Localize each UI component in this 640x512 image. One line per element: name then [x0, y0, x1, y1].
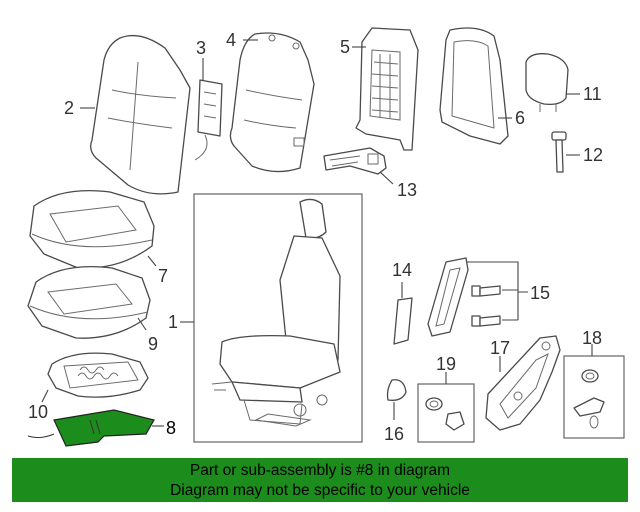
callout-11: 11 [583, 84, 602, 104]
callout-17: 17 [490, 338, 510, 358]
part-9-cushion-pad[interactable] [27, 265, 151, 339]
callout-4: 4 [226, 30, 236, 50]
callout-14: 14 [392, 260, 412, 280]
callout-8: 8 [166, 418, 176, 438]
part-3-back-heater[interactable] [194, 79, 223, 161]
part-10-cushion-heater[interactable] [47, 352, 149, 398]
part-12-headrest-guide[interactable] [551, 131, 567, 173]
part-6-back-panel[interactable] [439, 27, 509, 145]
callout-15: 15 [530, 283, 550, 303]
leader-13 [379, 171, 394, 185]
callout-3: 3 [196, 38, 206, 58]
leader-9 [137, 317, 147, 331]
callout-7: 7 [158, 266, 168, 286]
callout-16: 16 [384, 424, 404, 444]
callout-9: 9 [148, 334, 158, 354]
part-19-clip-kit[interactable] [417, 383, 475, 443]
part-18-knob-kit[interactable] [563, 355, 625, 439]
callout-18: 18 [582, 328, 602, 348]
leader-15 [466, 261, 528, 321]
part-2-seatback-cover[interactable] [90, 34, 191, 195]
callout-2: 2 [64, 98, 74, 118]
banner-line-1: Part or sub-assembly is #8 in diagram [189, 462, 451, 479]
callout-19: 19 [436, 354, 456, 374]
part-1-seat-assembly[interactable] [193, 193, 363, 443]
callout-10: 10 [28, 402, 48, 422]
callout-5: 5 [340, 37, 350, 57]
part-8-seat-heater-element[interactable] [27, 409, 155, 447]
banner-line-2: Diagram may not be specific to your vehi… [170, 482, 470, 499]
part-13-recliner-cover[interactable] [323, 147, 387, 175]
callout-13: 13 [397, 180, 417, 200]
info-banner: Part or sub-assembly is #8 in diagram Di… [12, 458, 628, 502]
callout-6: 6 [515, 108, 525, 128]
part-15-shield-and-bolts[interactable] [427, 257, 501, 337]
callout-1: 1 [168, 312, 178, 332]
part-16-cover-cap[interactable] [386, 379, 407, 401]
part-4-seatback-pad[interactable] [229, 32, 315, 173]
part-17-side-shield[interactable] [485, 335, 561, 431]
leader-10 [41, 389, 49, 403]
callout-12: 12 [583, 145, 603, 165]
part-14-side-trim[interactable] [393, 297, 413, 345]
leader-7 [147, 255, 157, 267]
part-7-cushion-cover[interactable] [29, 189, 155, 269]
part-11-headrest[interactable] [525, 53, 569, 112]
part-5-seatback-frame[interactable] [355, 27, 419, 151]
seat-parts-diagram: 2 3 4 5 6 11 [27, 27, 625, 447]
